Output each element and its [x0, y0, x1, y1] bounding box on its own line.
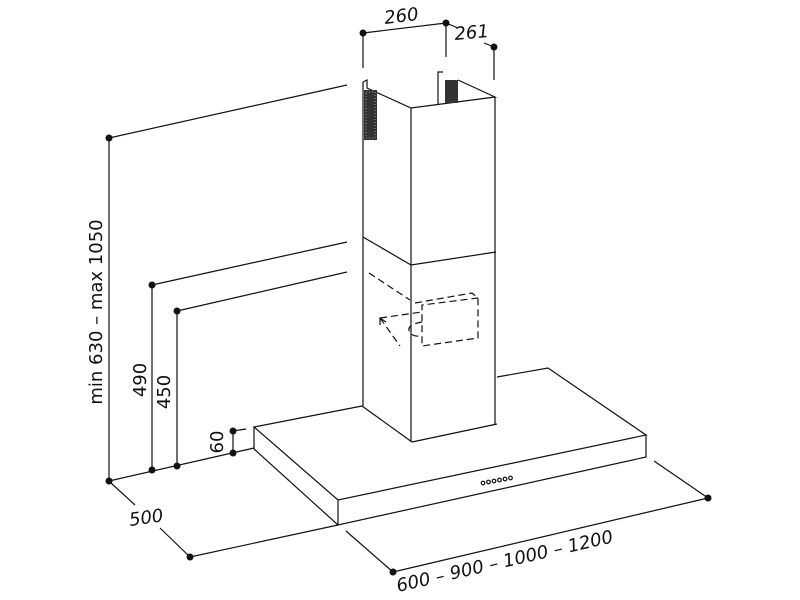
canopy — [252, 367, 648, 526]
dim-canopy-thickness: 60 — [207, 431, 228, 454]
louvers-left — [364, 90, 377, 140]
dim-depth: 500 — [128, 505, 165, 531]
chimney — [362, 71, 498, 442]
dim-chimney-depth: 261 — [454, 21, 490, 45]
control-buttons — [480, 475, 513, 486]
louvers-right — [445, 80, 458, 103]
dim-height-490: 490 — [130, 363, 151, 397]
dim-height-450: 450 — [154, 375, 175, 409]
dim-chimney-width: 260 — [383, 4, 420, 29]
dimension-lines — [105, 19, 712, 576]
dim-widths: 600 – 900 – 1000 – 1200 — [394, 527, 615, 597]
dim-overall-height: min 630 – max 1050 — [86, 219, 107, 404]
